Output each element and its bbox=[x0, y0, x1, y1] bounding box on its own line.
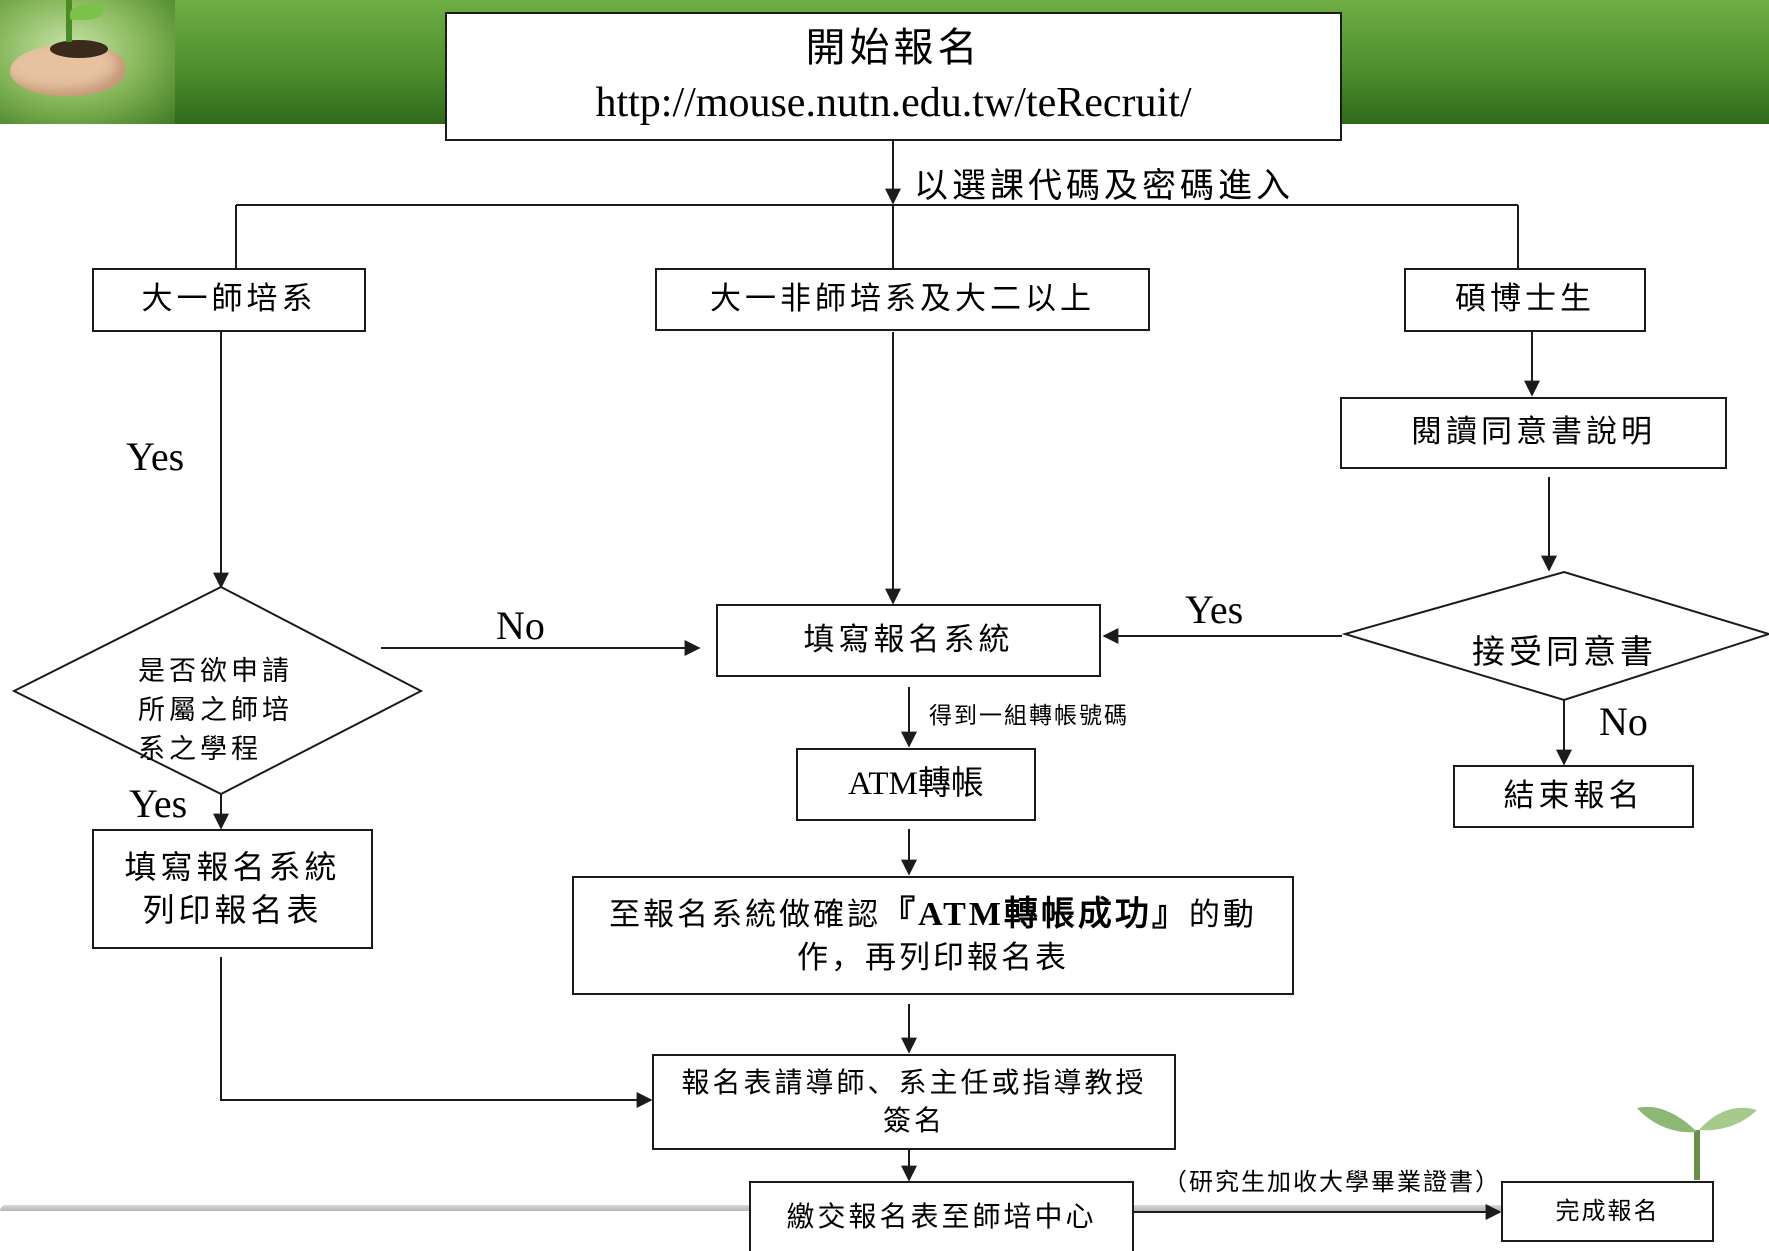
fill-print-box: 填寫報名系統 列印報名表 bbox=[92, 829, 373, 949]
soil-graphic bbox=[50, 40, 108, 58]
confirm-line2: 作，再列印報名表 bbox=[797, 939, 1069, 976]
label-no-middle: No bbox=[496, 603, 545, 648]
confirm-bold: 『ATM轉帳成功』 bbox=[881, 895, 1189, 933]
sprout-leaf-graphic bbox=[70, 4, 104, 20]
confirm-line1: 至報名系統做確認『ATM轉帳成功』的動 bbox=[609, 892, 1257, 938]
sprout-stem-graphic bbox=[66, 0, 72, 42]
end-registration-box: 結束報名 bbox=[1453, 765, 1694, 828]
label-no-right: No bbox=[1599, 699, 1648, 744]
accept-consent-label: 接受同意書 bbox=[1472, 632, 1657, 671]
atm-transfer-box: ATM轉帳 bbox=[796, 748, 1036, 821]
start-box: 開始報名 http://mouse.nutn.edu.tw/teRecruit/ bbox=[445, 12, 1342, 141]
fill-print-line1: 填寫報名系統 bbox=[124, 847, 341, 886]
seedling-icon bbox=[1637, 1106, 1757, 1180]
label-yes-right: Yes bbox=[1185, 587, 1244, 632]
branch-graduate: 碩博士生 bbox=[1404, 268, 1646, 332]
seedling-hand-photo bbox=[0, 0, 175, 124]
label-yes-left-bottom: Yes bbox=[129, 781, 188, 826]
complete-box: 完成報名 bbox=[1501, 1181, 1714, 1242]
grad-note: （研究生加收大學畢業證書） bbox=[1163, 1168, 1501, 1196]
read-consent-box: 閱讀同意書說明 bbox=[1340, 397, 1727, 469]
sign-box: 報名表請導師、系主任或指導教授 簽名 bbox=[652, 1054, 1176, 1150]
branch-freshman-teacher: 大一師培系 bbox=[92, 268, 366, 332]
confirm-after: 的動 bbox=[1188, 896, 1257, 933]
fill-system-box: 填寫報名系統 bbox=[716, 604, 1101, 677]
decision-apply-diamond bbox=[11, 585, 424, 796]
entry-label: 以選課代碼及密碼進入 bbox=[914, 166, 1294, 206]
label-yes-left: Yes bbox=[126, 434, 185, 479]
arrow-fill-print-to-sign bbox=[220, 957, 653, 1108]
apply-question-label: 是否欲申請 所屬之師培 系之學程 bbox=[138, 656, 293, 766]
submit-box: 繳交報名表至師培中心 bbox=[749, 1181, 1134, 1251]
confirm-box: 至報名系統做確認『ATM轉帳成功』的動 作，再列印報名表 bbox=[572, 876, 1294, 995]
sign-line1: 報名表請導師、系主任或指導教授 bbox=[681, 1066, 1147, 1100]
sign-line2: 簽名 bbox=[882, 1104, 945, 1137]
transfer-note: 得到一組轉帳號碼 bbox=[929, 703, 1129, 729]
start-title: 開始報名 bbox=[805, 25, 982, 72]
branch-other-students: 大一非師培系及大二以上 bbox=[655, 268, 1150, 331]
confirm-before: 至報名系統做確認 bbox=[609, 896, 882, 933]
fill-print-line2: 列印報名表 bbox=[142, 891, 323, 929]
decision-accept-diamond bbox=[1341, 570, 1769, 702]
start-url[interactable]: http://mouse.nutn.edu.tw/teRecruit/ bbox=[595, 80, 1192, 127]
